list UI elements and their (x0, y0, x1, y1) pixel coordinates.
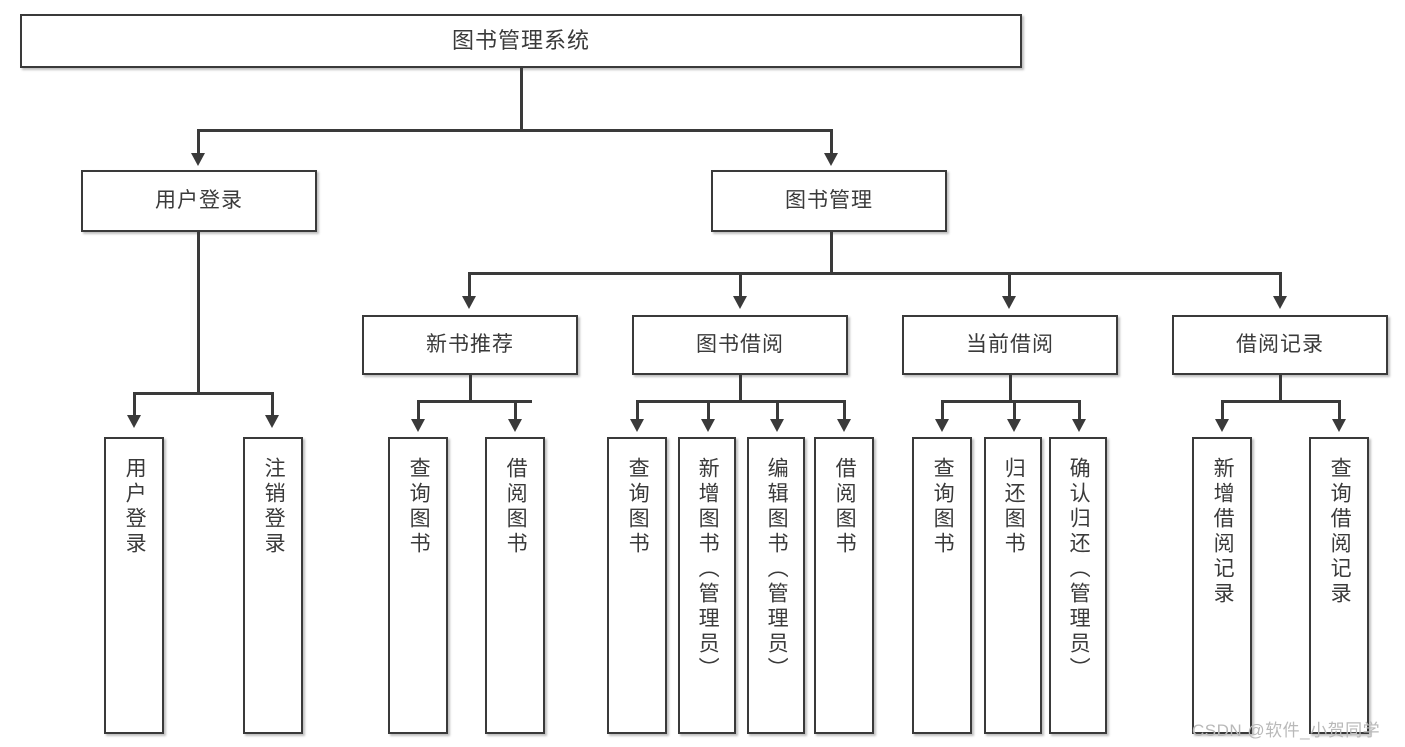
leaf-add-record-label: 新增借阅记录 (1211, 457, 1235, 607)
connector-root-bus (197, 129, 833, 132)
arrowhead-to-leaf-query-record (1332, 419, 1346, 432)
connector-current-borrow-stem (1009, 375, 1012, 402)
arrowhead-to-leaf-query-book-3 (935, 419, 949, 432)
connector-to-leaf-add-record (1221, 400, 1224, 422)
connector-user-login-stem (197, 232, 200, 394)
leaf-confirm-return[interactable]: 确认归还（管理员） (1049, 437, 1107, 734)
leaf-borrow-book-1-label: 借阅图书 (504, 457, 528, 557)
leaf-borrow-book-1[interactable]: 借阅图书 (485, 437, 545, 734)
arrowhead-to-borrow-record (1273, 296, 1287, 309)
connector-user-login-bus (133, 392, 272, 395)
connector-to-leaf-logout (271, 392, 274, 419)
connector-to-leaf-edit-book (776, 400, 779, 422)
node-book-borrow[interactable]: 图书借阅 (632, 315, 848, 375)
connector-to-leaf-query-book-3 (941, 400, 944, 422)
connector-borrow-record-bus (1221, 400, 1340, 403)
node-current-borrow-label: 当前借阅 (966, 332, 1054, 356)
arrowhead-to-book-borrow (733, 296, 747, 309)
connector-new-book-recommend-bus (417, 400, 532, 403)
connector-current-borrow-bus (941, 400, 1080, 403)
node-book-manage-label: 图书管理 (785, 188, 873, 212)
leaf-query-book-2-label: 查询图书 (626, 457, 650, 557)
arrowhead-to-leaf-query-book-1 (411, 419, 425, 432)
leaf-add-record[interactable]: 新增借阅记录 (1192, 437, 1252, 734)
node-user-login-label: 用户登录 (155, 188, 243, 212)
node-new-book-recommend[interactable]: 新书推荐 (362, 315, 578, 375)
node-root-label: 图书管理系统 (451, 28, 590, 54)
leaf-query-book-3-label: 查询图书 (931, 457, 955, 557)
leaf-add-book-label: 新增图书（管理员） (696, 457, 720, 682)
leaf-confirm-return-label: 确认归还（管理员） (1067, 457, 1091, 682)
leaf-borrow-book-2-label: 借阅图书 (833, 457, 857, 557)
leaf-user-login-label: 用户登录 (123, 457, 147, 557)
arrowhead-to-leaf-logout (265, 415, 279, 428)
connector-book-borrow-stem (739, 375, 742, 402)
connector-to-leaf-query-book-1 (417, 400, 420, 422)
leaf-user-login[interactable]: 用户登录 (104, 437, 164, 734)
leaf-edit-book-label: 编辑图书（管理员） (765, 457, 789, 682)
connector-to-leaf-user-login (133, 392, 136, 419)
arrowhead-to-leaf-user-login (127, 415, 141, 428)
connector-root-stem (520, 68, 523, 131)
node-user-login[interactable]: 用户登录 (81, 170, 317, 232)
connector-to-leaf-add-book (707, 400, 710, 422)
arrowhead-to-leaf-add-record (1215, 419, 1229, 432)
arrowhead-to-current-borrow (1002, 296, 1016, 309)
connector-book-borrow-bus (636, 400, 845, 403)
arrowhead-to-leaf-return-book (1007, 419, 1021, 432)
leaf-query-book-1-label: 查询图书 (407, 457, 431, 557)
connector-to-leaf-confirm-return (1078, 400, 1081, 422)
connector-to-leaf-borrow-book-1 (514, 400, 517, 422)
leaf-logout[interactable]: 注销登录 (243, 437, 303, 734)
connector-borrow-record-stem (1279, 375, 1282, 402)
connector-to-book-borrow (739, 272, 742, 300)
connector-new-book-recommend-stem (469, 375, 472, 402)
leaf-query-book-2[interactable]: 查询图书 (607, 437, 667, 734)
arrowhead-to-leaf-query-book-2 (630, 419, 644, 432)
arrowhead-to-book-manage (824, 153, 838, 166)
connector-to-leaf-query-book-2 (636, 400, 639, 422)
connector-to-leaf-return-book (1013, 400, 1016, 422)
leaf-query-record[interactable]: 查询借阅记录 (1309, 437, 1369, 734)
leaf-return-book-label: 归还图书 (1002, 457, 1026, 557)
arrowhead-to-leaf-borrow-book-2 (837, 419, 851, 432)
arrowhead-to-leaf-edit-book (770, 419, 784, 432)
arrowhead-to-user-login (191, 153, 205, 166)
connector-book-manage-stem (830, 232, 833, 274)
leaf-query-record-label: 查询借阅记录 (1328, 457, 1352, 607)
node-borrow-record-label: 借阅记录 (1236, 332, 1324, 356)
node-current-borrow[interactable]: 当前借阅 (902, 315, 1118, 375)
connector-to-current-borrow (1008, 272, 1011, 300)
leaf-borrow-book-2[interactable]: 借阅图书 (814, 437, 874, 734)
arrowhead-to-leaf-borrow-book-1 (508, 419, 522, 432)
leaf-logout-label: 注销登录 (262, 457, 286, 557)
arrowhead-to-leaf-confirm-return (1072, 419, 1086, 432)
connector-book-manage-bus (468, 272, 1282, 275)
connector-to-borrow-record (1279, 272, 1282, 300)
leaf-edit-book[interactable]: 编辑图书（管理员） (747, 437, 805, 734)
arrowhead-to-new-book-recommend (462, 296, 476, 309)
leaf-query-book-3[interactable]: 查询图书 (912, 437, 972, 734)
node-borrow-record[interactable]: 借阅记录 (1172, 315, 1388, 375)
node-book-manage[interactable]: 图书管理 (711, 170, 947, 232)
leaf-query-book-1[interactable]: 查询图书 (388, 437, 448, 734)
connector-root-to-book-manage (830, 129, 833, 157)
arrowhead-to-leaf-add-book (701, 419, 715, 432)
leaf-return-book[interactable]: 归还图书 (984, 437, 1042, 734)
node-root[interactable]: 图书管理系统 (20, 14, 1022, 68)
node-new-book-recommend-label: 新书推荐 (426, 332, 514, 356)
connector-to-leaf-query-record (1338, 400, 1341, 422)
leaf-add-book[interactable]: 新增图书（管理员） (678, 437, 736, 734)
node-book-borrow-label: 图书借阅 (696, 332, 784, 356)
connector-to-leaf-borrow-book-2 (843, 400, 846, 422)
connector-root-to-user-login (197, 129, 200, 157)
connector-to-new-book-recommend (468, 272, 471, 300)
